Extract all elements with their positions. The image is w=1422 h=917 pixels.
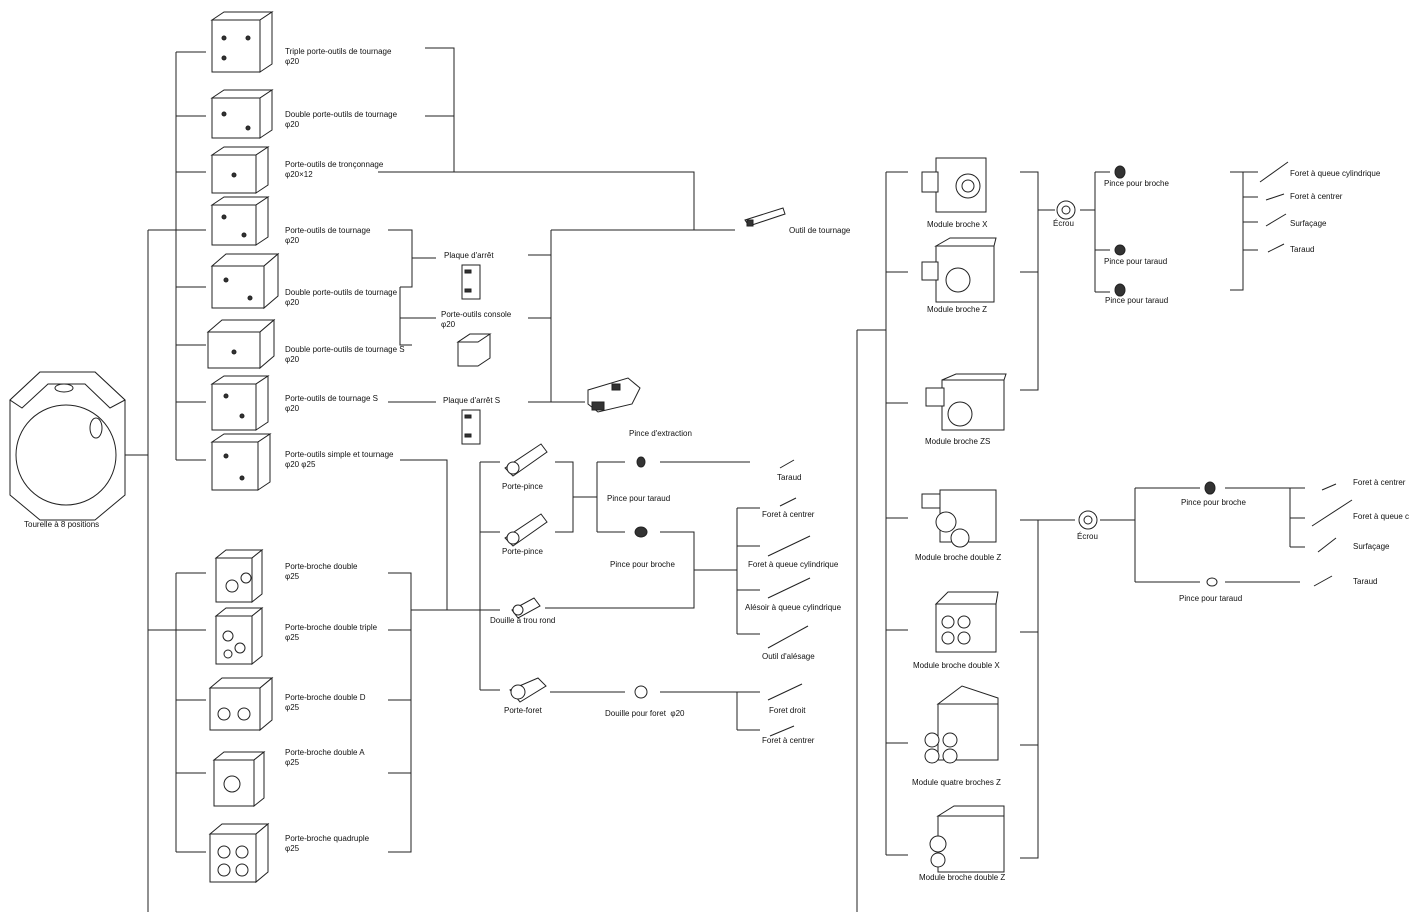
ecrou-bottom-label: Écrou xyxy=(1077,532,1098,542)
holder-simple-name: Porte-outils simple et tournage xyxy=(285,450,394,459)
foret-queue-bottom-label: Foret à queue c xyxy=(1353,512,1409,522)
foret-queue-top-label: Foret à queue cylindrique xyxy=(1290,169,1380,179)
turret-image xyxy=(10,372,125,520)
spindle-triple-name: Porte-broche double triple xyxy=(285,623,377,632)
module-x-label: Module broche X xyxy=(927,220,987,230)
foret-queue-label: Foret à queue cylindrique xyxy=(748,560,838,570)
foret-centrer-label: Foret à centrer xyxy=(762,510,814,520)
pince-extraction-label: Pince d'extraction xyxy=(629,429,692,439)
pince-taraud-bottom-label: Pince pour taraud xyxy=(1179,594,1242,604)
module-images xyxy=(922,158,1006,872)
douille-foret-name: Douille pour foret xyxy=(605,709,666,718)
douille-foret-label: Douille pour foret φ20 xyxy=(605,709,684,719)
holder-triple-spec: φ20 xyxy=(285,57,391,67)
holder-double2-name: Double porte-outils de tournage xyxy=(285,288,397,297)
module-double-z-label: Module broche double Z xyxy=(915,553,1001,563)
taraud-label: Taraud xyxy=(777,473,801,483)
holder-double-name: Double porte-outils de tournage xyxy=(285,110,397,119)
holder-tournageS-spec: φ20 xyxy=(285,404,378,414)
surfacage-top-label: Surfaçage xyxy=(1290,219,1326,229)
douille-foret-spec: φ20 xyxy=(670,709,684,718)
spindle-quad-name: Porte-broche quadruple xyxy=(285,834,369,843)
spindle-d-name: Porte-broche double D xyxy=(285,693,366,702)
porte-pince-1-label: Porte-pince xyxy=(502,482,543,492)
foret-centrer-2-label: Foret à centrer xyxy=(762,736,814,746)
pince-taraud-top2-label: Pince pour taraud xyxy=(1105,296,1168,306)
holder-tronconnage-spec: φ20×12 xyxy=(285,170,383,180)
spindle-a-name: Porte-broche double A xyxy=(285,748,365,757)
pince-broche-label: Pince pour broche xyxy=(610,560,675,570)
surfacage-bottom-label: Surfaçage xyxy=(1353,542,1389,552)
module-zs-label: Module broche ZS xyxy=(925,437,990,447)
holder-doubleS-name: Double porte-outils de tournage S xyxy=(285,345,405,354)
module-double-x-label: Module broche double X xyxy=(913,661,1000,671)
taraud-bottom-label: Taraud xyxy=(1353,577,1377,587)
holder-simple-spec: φ20 φ25 xyxy=(285,460,394,470)
spindle-d-spec: φ25 xyxy=(285,703,366,713)
holder-doubleS-spec: φ20 xyxy=(285,355,405,365)
taraud-top-label: Taraud xyxy=(1290,245,1314,255)
spindle-quad-spec: φ25 xyxy=(285,844,369,854)
holder-tournage-name: Porte-outils de tournage xyxy=(285,226,370,235)
holder-double2-spec: φ20 xyxy=(285,298,397,308)
douille-trou-rond-label: Douille à trou rond xyxy=(490,616,555,626)
foret-centrer-top-label: Foret à centrer xyxy=(1290,192,1342,202)
pince-taraud-top-label: Pince pour taraud xyxy=(1104,257,1167,267)
turret-label: Tourelle à 8 positions xyxy=(24,520,99,530)
holder-tournageS-name: Porte-outils de tournage S xyxy=(285,394,378,403)
holder-tournage-spec: φ20 xyxy=(285,236,370,246)
foret-centrer-bottom-label: Foret à centrer xyxy=(1353,478,1405,488)
outil-tournage-label: Outil de tournage xyxy=(789,226,850,236)
porte-foret-label: Porte-foret xyxy=(504,706,542,716)
ecrou-top-label: Écrou xyxy=(1053,219,1074,229)
holder-double-spec: φ20 xyxy=(285,120,397,130)
holder-triple-name: Triple porte-outils de tournage xyxy=(285,47,391,56)
module-quatre-z-label: Module quatre broches Z xyxy=(912,778,1001,788)
module-z-label: Module broche Z xyxy=(927,305,987,315)
pince-broche-bottom-label: Pince pour broche xyxy=(1181,498,1246,508)
console-spec: φ20 xyxy=(441,320,511,330)
plaque-arret-s-label: Plaque d'arrêt S xyxy=(443,396,500,406)
console-name: Porte-outils console xyxy=(441,310,511,319)
spindle-holder-images xyxy=(210,550,272,882)
alesoir-label: Alésoir à queue cylindrique xyxy=(745,603,841,613)
spindle-a-spec: φ25 xyxy=(285,758,365,768)
holder-images xyxy=(208,12,278,490)
pince-broche-top-label: Pince pour broche xyxy=(1104,179,1169,189)
module-double-z2-label: Module broche double Z xyxy=(919,873,1005,883)
spindle-triple-spec: φ25 xyxy=(285,633,377,643)
pince-taraud-label: Pince pour taraud xyxy=(607,494,670,504)
plaque-arret-label: Plaque d'arrêt xyxy=(444,251,494,261)
foret-droit-label: Foret droit xyxy=(769,706,805,716)
holder-tronconnage-name: Porte-outils de tronçonnage xyxy=(285,160,383,169)
spindle-double-spec: φ25 xyxy=(285,572,358,582)
middle-part-images xyxy=(458,208,810,736)
porte-pince-2-label: Porte-pince xyxy=(502,547,543,557)
outil-alesage-label: Outil d'alésage xyxy=(762,652,815,662)
spindle-double-name: Porte-broche double xyxy=(285,562,358,571)
